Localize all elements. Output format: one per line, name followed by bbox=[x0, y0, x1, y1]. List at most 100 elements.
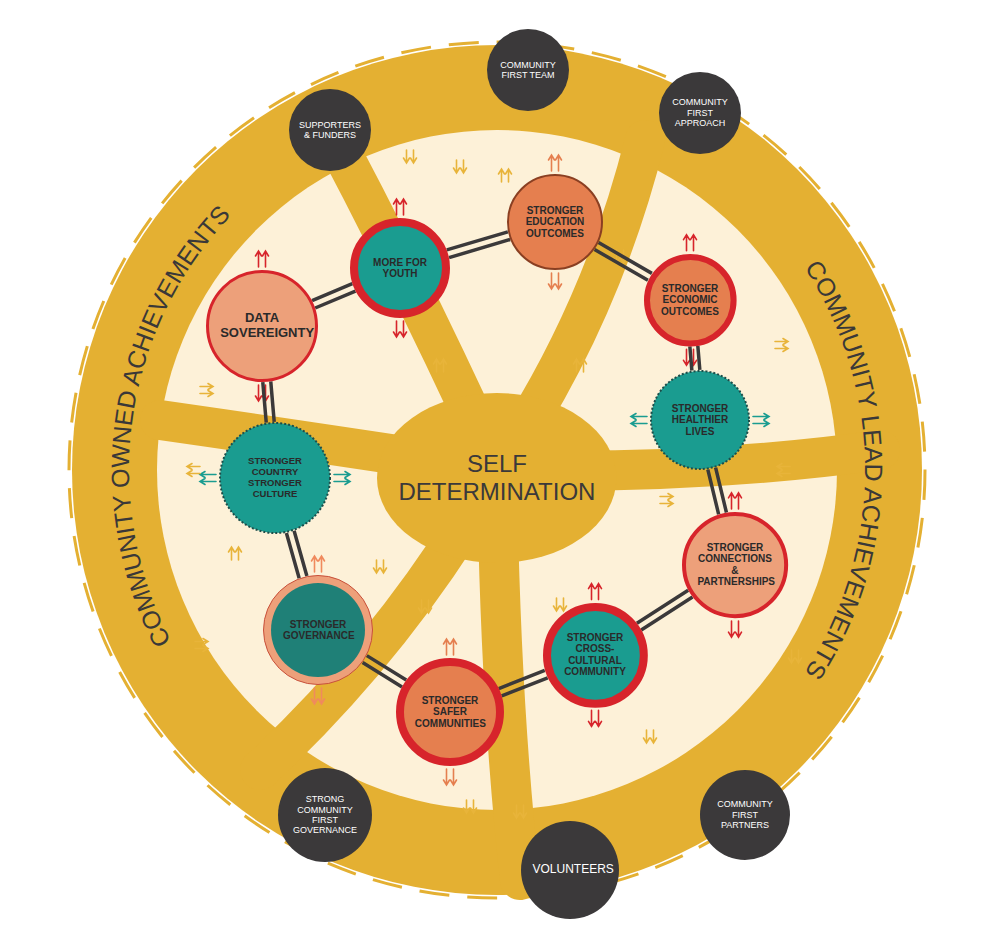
double-connector bbox=[312, 284, 355, 308]
text-holder: STRONGER GOVERNANCE bbox=[263, 575, 373, 685]
arrow-mark bbox=[631, 414, 647, 427]
text-holder: STRONGER CONNECTIONS & PARTNERSHIPS bbox=[682, 512, 788, 618]
support-fill bbox=[487, 29, 569, 111]
rim-label: COMMUNITY OWNED ACHIEVEMENTS bbox=[106, 200, 235, 652]
arrow-mark bbox=[549, 155, 562, 171]
hub-fill bbox=[377, 393, 616, 563]
double-connector bbox=[637, 590, 693, 630]
node-label: STRONGER SAFER COMMUNITIES bbox=[415, 695, 485, 730]
node-label: STRONGER ECONOMIC OUTCOMES bbox=[659, 283, 721, 318]
support-fill bbox=[289, 89, 371, 171]
node-label: VOLUNTEERS bbox=[533, 863, 608, 877]
outcome-fill bbox=[208, 272, 317, 381]
node-label: COMMUNITY FIRST PARTNERS bbox=[711, 799, 780, 830]
text-holder: COMMUNITY FIRST TEAM bbox=[486, 28, 570, 112]
text-holder: STRONGER CROSS-CULTURAL COMMUNITY bbox=[543, 603, 648, 708]
outcome-circle: DATA SOVEREIGNTY bbox=[206, 270, 318, 382]
arrow-mark bbox=[419, 600, 432, 613]
text-holder: SELF DETERMINATION bbox=[377, 393, 616, 563]
text-holder: MORE FOR YOUTH bbox=[350, 218, 450, 318]
arrow-mark bbox=[374, 560, 387, 573]
arrow-mark bbox=[514, 805, 527, 818]
arrow-mark bbox=[312, 556, 325, 572]
arrow-mark bbox=[777, 464, 790, 477]
arrow-mark bbox=[200, 384, 213, 397]
text-holder: STRONGER ECONOMIC OUTCOMES bbox=[644, 254, 737, 347]
double-connector bbox=[708, 468, 727, 515]
node-label: STRONGER COUNTRY STRONGER CULTURE bbox=[232, 456, 318, 500]
wheel-rim bbox=[72, 45, 922, 895]
support-circle: COMMUNITY FIRST APPROACH bbox=[658, 71, 742, 155]
double-connector bbox=[286, 531, 306, 578]
outcome-circle: MORE FOR YOUTH bbox=[350, 218, 450, 318]
outcome-fill bbox=[651, 371, 749, 469]
outcome-circle: STRONGER COUNTRY STRONGER CULTURE bbox=[219, 422, 331, 534]
text-holder: STRONGER HEALTHIER LIVES bbox=[650, 370, 750, 470]
text-holder: STRONGER COUNTRY STRONGER CULTURE bbox=[219, 422, 331, 534]
outcome-fill bbox=[220, 423, 330, 533]
arrow-mark bbox=[464, 800, 477, 813]
support-circle: VOLUNTEERS bbox=[520, 820, 620, 920]
arrow-mark bbox=[200, 472, 216, 485]
double-connector bbox=[263, 381, 274, 422]
text-holder: COMMUNITY FIRST PARTNERS bbox=[699, 769, 791, 861]
support-fill bbox=[278, 768, 372, 862]
outcome-fill bbox=[354, 222, 446, 314]
arrow-mark bbox=[256, 251, 269, 267]
arrow-mark bbox=[229, 547, 242, 560]
outcome-circle: STRONGER HEALTHIER LIVES bbox=[650, 370, 750, 470]
outcome-fill bbox=[647, 257, 734, 344]
outcome-circle: STRONGER CONNECTIONS & PARTNERSHIPS bbox=[682, 512, 788, 618]
support-circle: STRONG COMMUNITY FIRST GOVERNANCE bbox=[277, 767, 373, 863]
support-circle: COMMUNITY FIRST TEAM bbox=[486, 28, 570, 112]
arrow-mark bbox=[187, 464, 200, 477]
arrow-mark bbox=[644, 730, 657, 743]
outcome-fill bbox=[400, 662, 500, 762]
support-circle: SUPPORTERS & FUNDERS bbox=[288, 88, 372, 172]
arrow-mark bbox=[729, 493, 742, 509]
double-connector bbox=[447, 232, 510, 258]
arrow-mark bbox=[753, 414, 769, 427]
arrow-mark bbox=[334, 472, 350, 485]
outcome-circle: STRONGER EDUCATION OUTCOMES bbox=[507, 174, 603, 270]
outcome-circle: STRONGER ECONOMIC OUTCOMES bbox=[644, 254, 737, 347]
wheel-spokes bbox=[160, 130, 880, 880]
node-label: STRONGER EDUCATION OUTCOMES bbox=[519, 205, 592, 240]
arrow-mark bbox=[789, 650, 802, 663]
support-fill bbox=[700, 770, 790, 860]
double-connector bbox=[499, 670, 548, 696]
arrow-mark bbox=[574, 359, 587, 372]
text-holder: COMMUNITY FIRST APPROACH bbox=[658, 71, 742, 155]
outcome-circle: STRONGER GOVERNANCE bbox=[263, 575, 373, 685]
double-connector bbox=[690, 346, 700, 371]
node-label: STRONGER CONNECTIONS & PARTNERSHIPS bbox=[697, 542, 772, 588]
outcome-fill bbox=[547, 607, 644, 704]
outcome-circle: STRONGER CROSS-CULTURAL COMMUNITY bbox=[543, 603, 648, 708]
text-holder: VOLUNTEERS bbox=[520, 820, 620, 920]
outcome-ring bbox=[264, 576, 373, 685]
text-holder: DATA SOVEREIGNTY bbox=[206, 270, 318, 382]
arrow-mark bbox=[434, 359, 447, 372]
rim-texture bbox=[69, 42, 925, 898]
arrow-mark bbox=[404, 150, 417, 163]
outcome-circle: STRONGER SAFER COMMUNITIES bbox=[396, 658, 504, 766]
arrow-mark bbox=[729, 621, 742, 637]
arrow-mark bbox=[589, 584, 602, 600]
support-fill bbox=[521, 821, 619, 919]
arrow-mark bbox=[444, 639, 457, 655]
arrow-mark bbox=[394, 321, 407, 337]
arrow-mark bbox=[660, 494, 673, 507]
rim-label: COMMUNITY LEAD ACHIEVEMENTS bbox=[800, 255, 888, 685]
node-label: COMMUNITY FIRST TEAM bbox=[497, 60, 560, 81]
text-holder: SUPPORTERS & FUNDERS bbox=[288, 88, 372, 172]
support-circle: COMMUNITY FIRST PARTNERS bbox=[699, 769, 791, 861]
double-connector bbox=[363, 656, 407, 687]
outcome-fill bbox=[271, 583, 365, 677]
arrow-mark bbox=[195, 639, 208, 652]
arrow-mark bbox=[394, 199, 407, 215]
node-label: DATA SOVEREIGNTY bbox=[220, 311, 304, 341]
node-label: SELF DETERMINATION bbox=[384, 450, 609, 505]
node-label: STRONG COMMUNITY FIRST GOVERNANCE bbox=[289, 794, 361, 835]
support-fill bbox=[659, 72, 741, 154]
arrow-mark bbox=[684, 235, 697, 251]
